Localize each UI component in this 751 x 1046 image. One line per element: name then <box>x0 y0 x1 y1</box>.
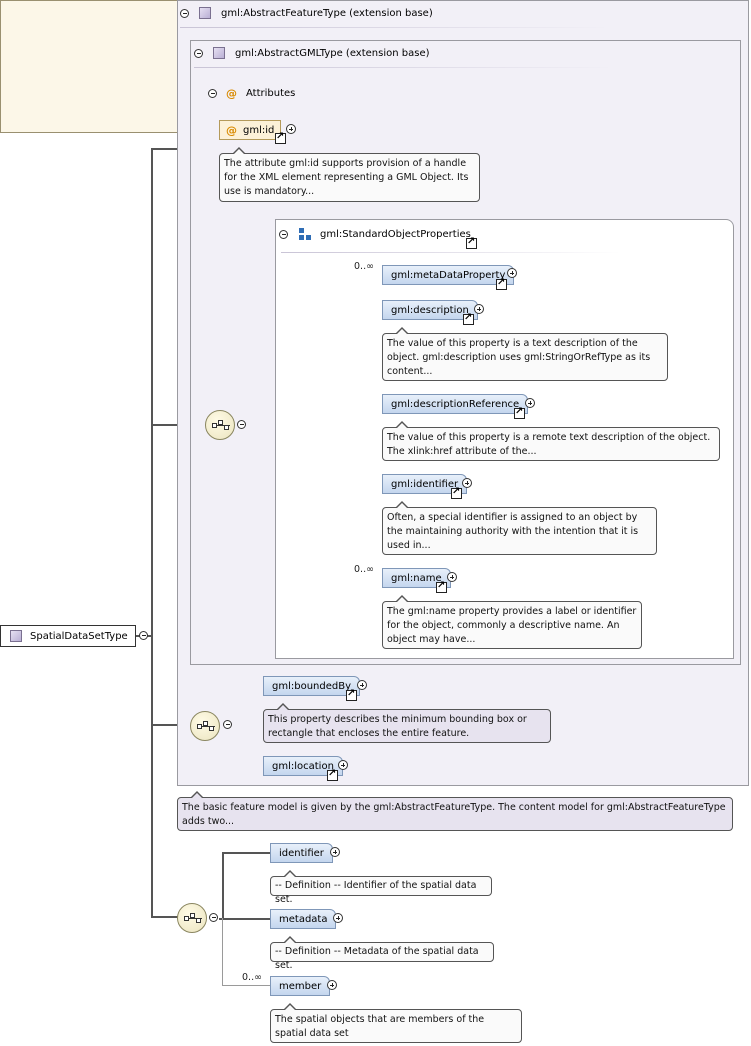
root-type-box[interactable]: SpatialDataSetType <box>0 625 136 647</box>
element-description-reference[interactable]: gml:descriptionReference <box>382 394 529 414</box>
expand-member-icon[interactable] <box>327 980 337 990</box>
bounded-by-note: This property describes the minimum boun… <box>263 703 551 743</box>
description-reference-note: The value of this property is a remote t… <box>382 421 720 461</box>
expand-bounded-by-icon[interactable] <box>357 680 367 690</box>
expand-location-icon[interactable] <box>338 760 348 770</box>
expand-meta-data-property-icon[interactable] <box>507 268 517 278</box>
root-collapse-icon[interactable] <box>139 631 148 640</box>
std-props-separator <box>281 252 621 253</box>
attributes-header: @ Attributes <box>208 87 295 100</box>
name-note: The gml:name property provides a label o… <box>382 595 642 649</box>
multiplicity-label: 0..∞ <box>242 972 262 983</box>
abstract-feature-type-note: The basic feature model is given by the … <box>177 791 733 831</box>
collapse-sequence-1-icon[interactable] <box>237 420 246 429</box>
group-icon <box>299 228 311 240</box>
element-description[interactable]: gml:description <box>382 300 478 320</box>
metadata-note: -- Definition -- Metadata of the spatial… <box>270 936 494 971</box>
complex-type-icon <box>10 630 22 642</box>
complex-type-icon <box>199 7 211 19</box>
link-arrow-icon[interactable] <box>496 277 507 290</box>
element-dataset-identifier[interactable]: identifier <box>270 843 333 863</box>
collapse-feature-icon[interactable] <box>180 8 189 18</box>
root-label: SpatialDataSetType <box>30 630 128 642</box>
element-member[interactable]: member <box>270 976 331 996</box>
multiplicity-label: 0..∞ <box>354 261 374 272</box>
ds-branch-upper <box>222 852 224 918</box>
collapse-attributes-icon[interactable] <box>208 89 217 98</box>
collapse-std-props-icon[interactable] <box>279 229 288 239</box>
sequence-compositor-3[interactable] <box>190 711 220 741</box>
multiplicity-label: 0..∞ <box>354 564 374 575</box>
element-meta-data-property[interactable]: gml:metaDataProperty <box>382 265 515 285</box>
complex-type-icon <box>213 47 225 59</box>
dataset-identifier-note: -- Definition -- Identifier of the spati… <box>270 870 492 905</box>
gml-id-attribute[interactable]: @ gml:id <box>219 120 282 140</box>
expand-description-icon[interactable] <box>474 304 484 314</box>
element-bounded-by[interactable]: gml:boundedBy <box>263 676 361 696</box>
collapse-sequence-4-icon[interactable] <box>209 913 218 922</box>
collapse-sequence-3-icon[interactable] <box>223 720 232 729</box>
standard-object-properties-header: gml:StandardObjectProperties <box>279 228 471 240</box>
identifier-note: Often, a special identifier is assigned … <box>382 501 657 555</box>
attribute-at-icon: @ <box>226 87 237 100</box>
link-arrow-icon[interactable] <box>327 768 338 781</box>
abstract-gml-type-title: gml:AbstractGMLType (extension base) <box>235 47 430 59</box>
abstract-feature-type-title: gml:AbstractFeatureType (extension base) <box>221 7 433 19</box>
description-note: The value of this property is a text des… <box>382 327 668 381</box>
root-trunk <box>151 148 153 918</box>
sequence-compositor-1[interactable] <box>205 410 235 440</box>
element-metadata[interactable]: metadata <box>270 909 337 929</box>
trunk-to-seq4 <box>151 916 179 918</box>
expand-gml-id-icon[interactable] <box>286 124 296 134</box>
standard-object-properties-title: gml:StandardObjectProperties <box>320 228 471 240</box>
link-arrow-icon[interactable] <box>514 406 525 419</box>
feature-header-separator <box>180 27 610 28</box>
member-note: The spatial objects that are members of … <box>270 1003 522 1043</box>
ds-branch-h2 <box>222 985 270 986</box>
attributes-title: Attributes <box>246 88 296 99</box>
gml-id-note: The attribute gml:id supports provision … <box>219 147 480 202</box>
sequence-compositor-4[interactable] <box>177 903 207 933</box>
expand-metadata-icon[interactable] <box>333 913 343 923</box>
expand-description-reference-icon[interactable] <box>525 398 535 408</box>
sequence-compositor-icon <box>212 419 230 433</box>
link-arrow-icon[interactable] <box>346 688 357 701</box>
collapse-gml-icon[interactable] <box>194 48 203 58</box>
ds-branch-lower <box>222 918 223 985</box>
gml-header-separator <box>194 67 614 68</box>
expand-identifier-icon[interactable] <box>462 478 472 488</box>
sequence-compositor-icon <box>184 912 202 926</box>
abstract-gml-type-header: gml:AbstractGMLType (extension base) <box>194 47 430 59</box>
gml-id-label: gml:id <box>243 124 275 136</box>
link-arrow-icon[interactable] <box>466 236 477 249</box>
expand-dataset-identifier-icon[interactable] <box>330 847 340 857</box>
expand-name-icon[interactable] <box>447 572 457 582</box>
ds-branch-h1 <box>219 918 270 920</box>
abstract-feature-type-header: gml:AbstractFeatureType (extension base) <box>180 7 433 19</box>
sequence-compositor-icon <box>197 720 215 734</box>
link-arrow-icon[interactable] <box>436 580 447 593</box>
attribute-at-icon: @ <box>226 123 237 137</box>
link-arrow-icon[interactable] <box>463 312 474 325</box>
link-arrow-icon[interactable] <box>451 486 462 499</box>
link-arrow-icon[interactable] <box>275 131 286 144</box>
trunk-to-seq3 <box>151 724 193 726</box>
ds-branch-h0 <box>222 852 270 854</box>
